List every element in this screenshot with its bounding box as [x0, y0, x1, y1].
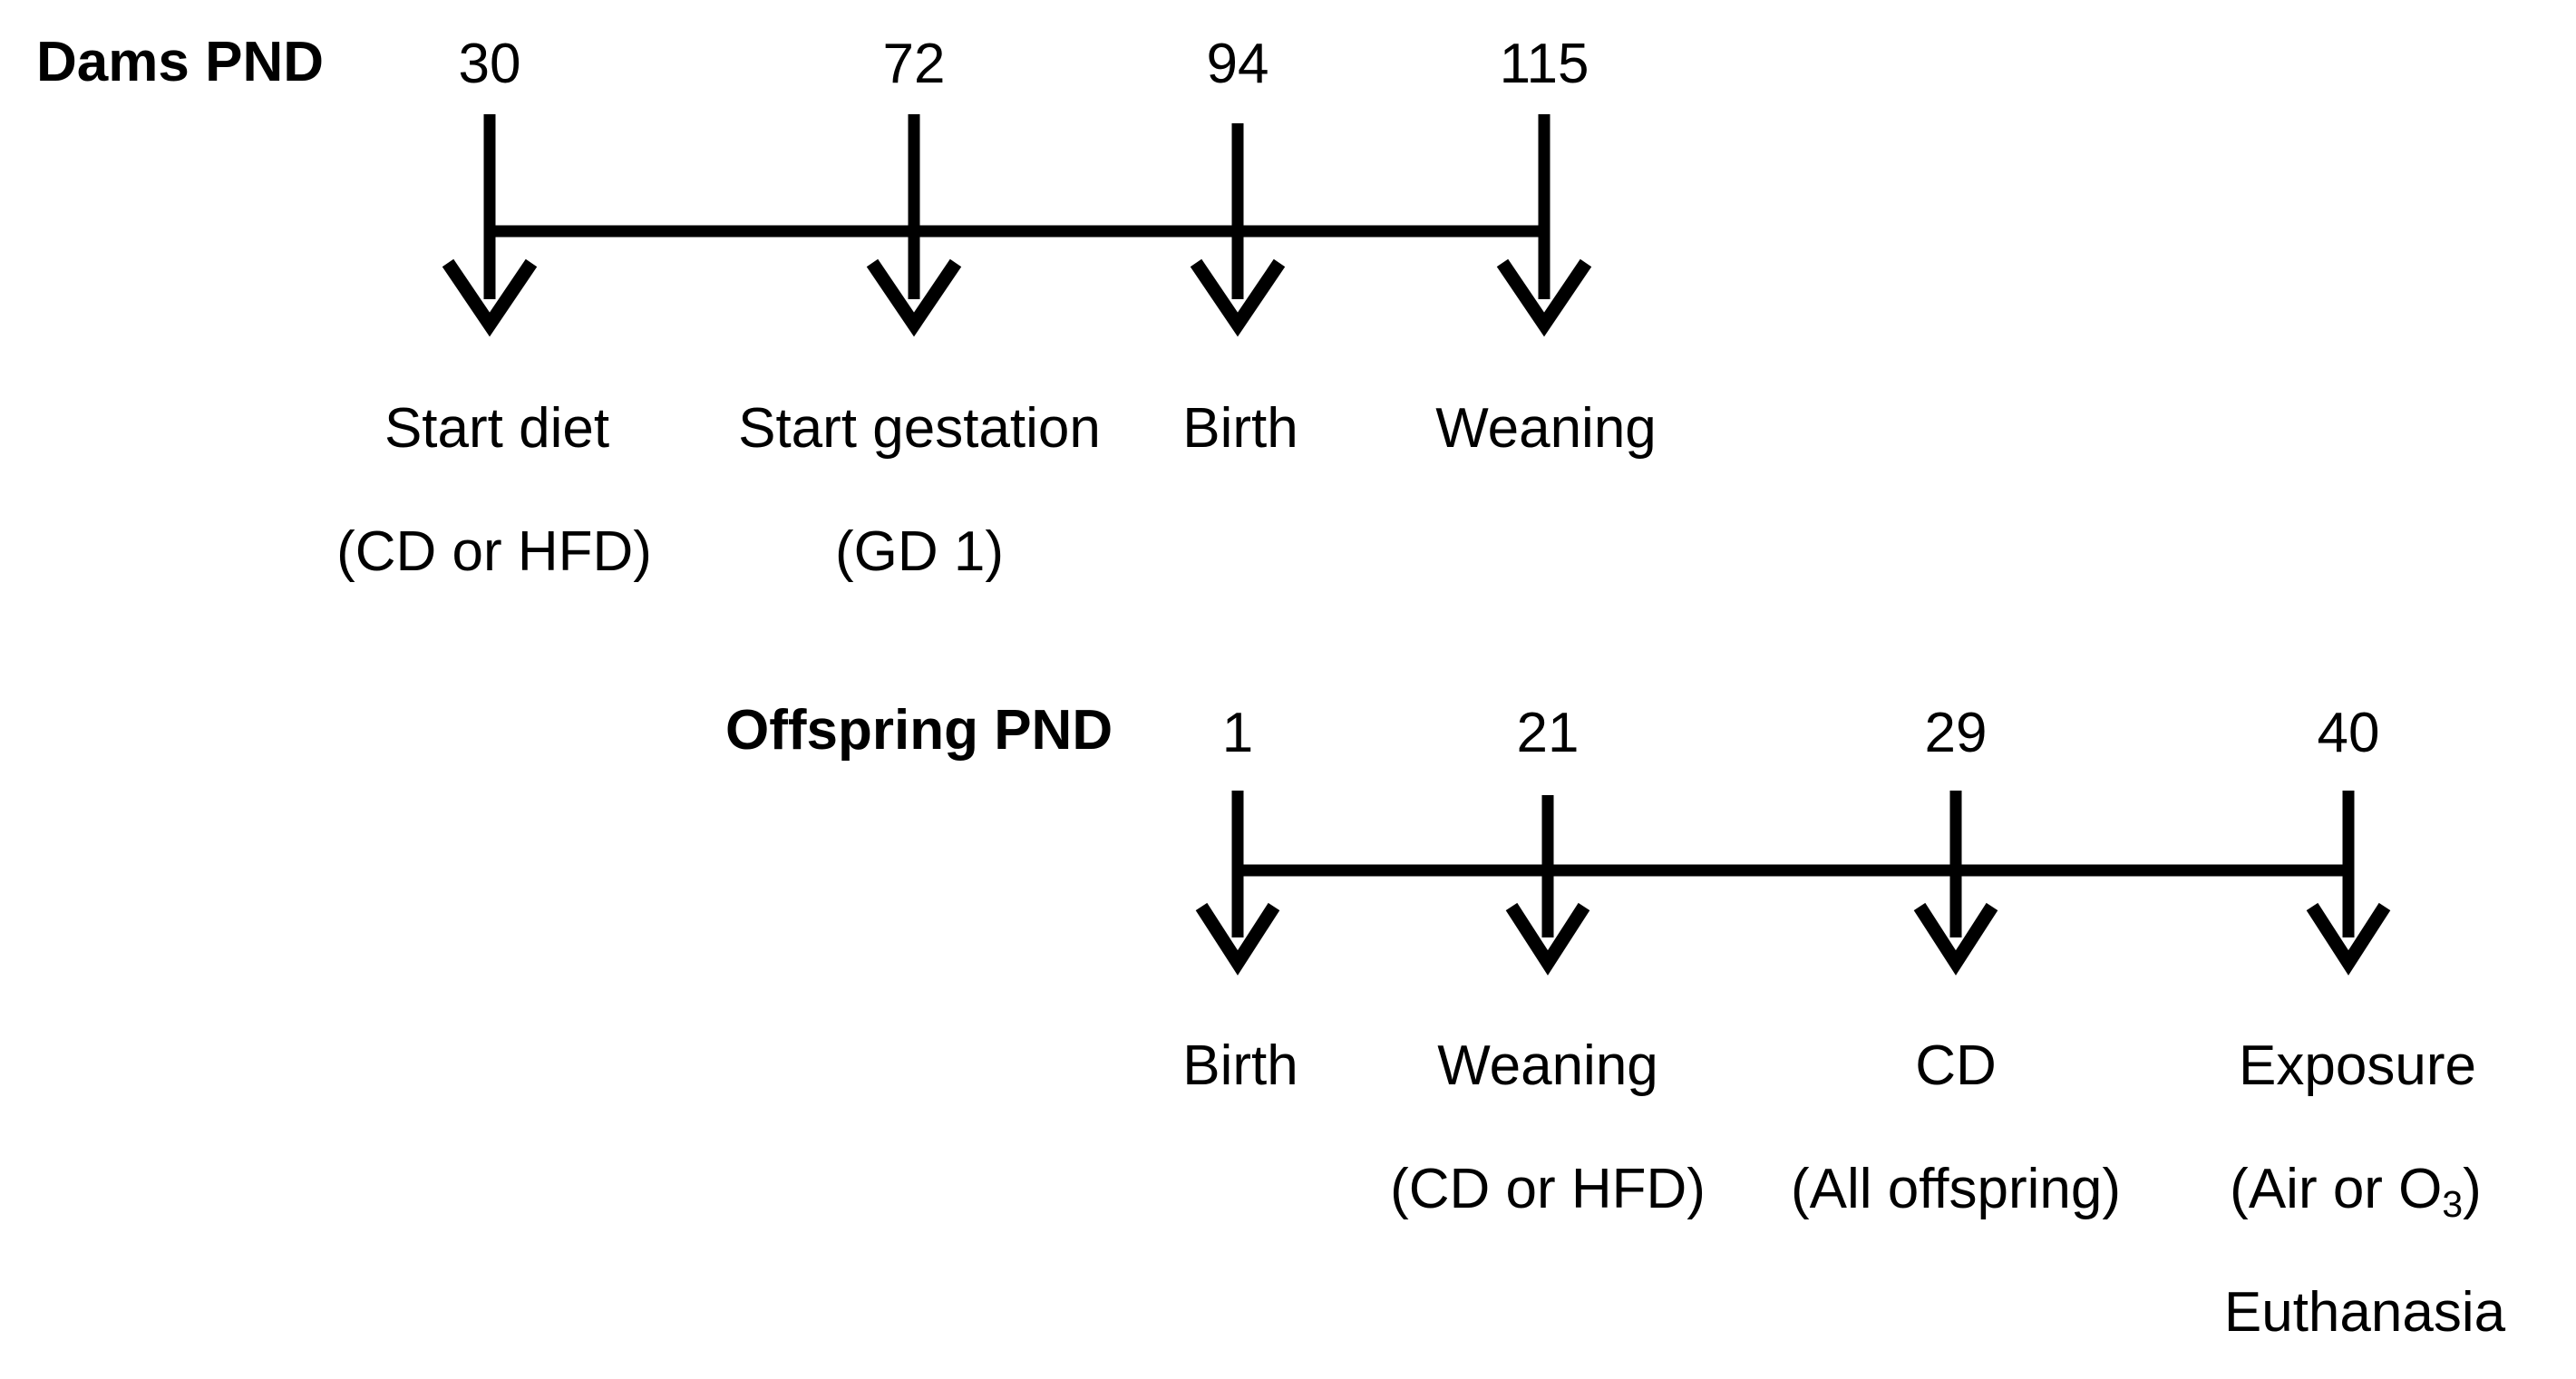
dams-tick-arrow-30: [442, 114, 538, 337]
dams-pnd-title: Dams PND: [36, 31, 324, 93]
air-or-o3-prefix: (Air or O: [2230, 1158, 2443, 1220]
dams-tick-number-30: 30: [458, 33, 521, 95]
dams-tick-number-94: 94: [1206, 33, 1269, 95]
offspring-event-label-euthanasia: Euthanasia: [2223, 1281, 2506, 1344]
dams-event-label-weaning: Weaning: [1435, 397, 1657, 460]
dams-event-label-gd1: (GD 1): [835, 520, 1004, 583]
dams-tick-arrow-115: [1496, 114, 1592, 337]
offspring-event-label-weaning: Weaning: [1437, 1034, 1658, 1097]
offspring-event-label-birth: Birth: [1182, 1034, 1298, 1097]
offspring-tick-arrow-29: [1913, 791, 1998, 976]
offspring-event-label-all-offspring: (All offspring): [1790, 1158, 2122, 1220]
dams-event-label-cd-or-hfd: (CD or HFD): [336, 520, 652, 583]
offspring-tick-number-1: 1: [1221, 702, 1254, 764]
dams-timeline-graphics: [442, 114, 1592, 337]
dams-tick-arrow-72: [866, 114, 962, 337]
dams-event-label-start-gestation: Start gestation: [738, 397, 1101, 460]
offspring-pnd-title: Offspring PND: [725, 699, 1113, 762]
dams-event-label-start-diet: Start diet: [384, 397, 610, 460]
dams-tick-arrow-94: [1190, 123, 1286, 337]
dams-event-label-birth: Birth: [1182, 397, 1298, 460]
offspring-tick-arrow-1: [1195, 791, 1280, 976]
offspring-event-label-cd-or-hfd: (CD or HFD): [1390, 1158, 1706, 1220]
dams-tick-number-72: 72: [882, 33, 946, 95]
offspring-tick-number-21: 21: [1516, 702, 1580, 764]
offspring-event-label-exposure: Exposure: [2239, 1034, 2476, 1097]
offspring-timeline-graphics: [1195, 791, 2391, 976]
offspring-tick-arrow-40: [2306, 791, 2391, 976]
o3-subscript: 3: [2442, 1182, 2464, 1225]
offspring-event-label-cd: CD: [1915, 1034, 1997, 1097]
offspring-event-label-air-or-o3: (Air or O3): [2230, 1158, 2482, 1223]
air-or-o3-suffix: ): [2463, 1158, 2482, 1220]
offspring-tick-number-29: 29: [1924, 702, 1988, 764]
dams-tick-number-115: 115: [1499, 33, 1589, 95]
offspring-tick-arrow-21: [1505, 795, 1590, 976]
offspring-tick-number-40: 40: [2317, 702, 2380, 764]
